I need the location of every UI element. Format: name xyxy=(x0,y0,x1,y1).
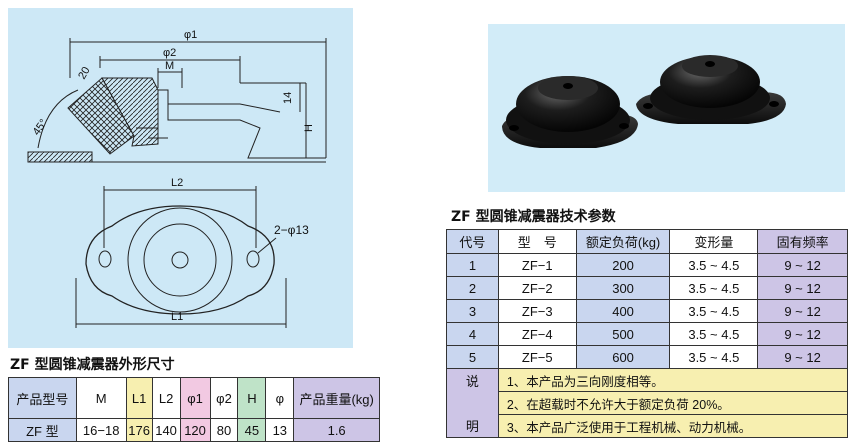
header-model: 产品型号 xyxy=(8,377,77,419)
cell-frequency: 9 ~ 12 xyxy=(757,253,848,277)
cell-code: 1 xyxy=(446,253,499,277)
tech-params-table: 代号 型 号 额定负荷(kg) 变形量 固有频率 1 ZF−1 200 3.5 … xyxy=(446,229,849,438)
header-phi: φ xyxy=(265,377,295,419)
d14-label: 14 xyxy=(282,92,294,104)
header-phi2: φ2 xyxy=(209,377,239,419)
table-row: 5 ZF−5 600 3.5 ~ 4.5 9 ~ 12 xyxy=(446,345,848,369)
cell-code: 4 xyxy=(446,322,499,346)
header-l1: L1 xyxy=(125,377,153,419)
cell-load: 400 xyxy=(575,299,671,323)
header-h: H xyxy=(237,377,267,419)
cell-deform: 3.5 ~ 4.5 xyxy=(669,276,759,300)
cell-phi: 13 xyxy=(265,418,295,442)
notes-label-bottom: 明 xyxy=(465,419,479,434)
cell-type: ZF−3 xyxy=(497,299,577,323)
cell-type: ZF−5 xyxy=(497,345,577,369)
header-deform: 变形量 xyxy=(669,229,759,254)
l2-label: L2 xyxy=(171,177,183,189)
cell-deform: 3.5 ~ 4.5 xyxy=(669,253,759,277)
cell-l2: 140 xyxy=(151,418,181,442)
cell-m: 16−18 xyxy=(75,418,127,442)
cell-deform: 3.5 ~ 4.5 xyxy=(669,345,759,369)
header-load: 额定负荷(kg) xyxy=(575,229,671,254)
cell-phi1: 120 xyxy=(179,418,211,442)
note-row: 说 明 1、本产品为三向刚度相等。 xyxy=(446,368,849,438)
note-row: 2、在超载时不允许大于额定负荷 20%。 xyxy=(447,391,849,415)
header-frequency: 固有频率 xyxy=(757,229,848,254)
header-phi1: φ1 xyxy=(179,377,211,419)
table-row: 3 ZF−3 400 3.5 ~ 4.5 9 ~ 12 xyxy=(446,299,848,323)
dimensions-title: ZF 型圆锥减震器外形尺寸 xyxy=(10,357,175,373)
cell-load: 300 xyxy=(575,276,671,300)
cell-type: ZF−1 xyxy=(497,253,577,277)
cell-code: 3 xyxy=(446,299,499,323)
cell-frequency: 9 ~ 12 xyxy=(757,276,848,300)
table-row: 2 ZF−2 300 3.5 ~ 4.5 9 ~ 12 xyxy=(446,276,848,300)
table-row: 4 ZF−4 500 3.5 ~ 4.5 9 ~ 12 xyxy=(446,322,848,346)
table-row: 1 ZF−1 200 3.5 ~ 4.5 9 ~ 12 xyxy=(446,253,848,277)
cell-l1: 176 xyxy=(125,418,153,442)
d20-label: 20 xyxy=(76,65,93,82)
product-photo xyxy=(488,24,845,192)
cell-code: 5 xyxy=(446,345,499,369)
product-photo-svg xyxy=(502,55,786,148)
header-code: 代号 xyxy=(446,229,499,254)
cell-frequency: 9 ~ 12 xyxy=(757,299,848,323)
header-type: 型 号 xyxy=(497,229,577,254)
tech-params-title: ZF 型圆锥减震器技术参数 xyxy=(451,209,616,225)
note-1: 1、本产品为三向刚度相等。 xyxy=(497,368,849,392)
notes-label-top: 说 xyxy=(465,374,479,389)
cell-h: 45 xyxy=(237,418,267,442)
mount-left-image xyxy=(502,76,638,148)
l1-label: L1 xyxy=(171,311,183,323)
cell-frequency: 9 ~ 12 xyxy=(757,322,848,346)
table-row: ZF 型 16−18 176 140 120 80 45 13 1.6 xyxy=(8,418,380,442)
header-l2: L2 xyxy=(151,377,181,419)
cell-deform: 3.5 ~ 4.5 xyxy=(669,322,759,346)
h-label: H xyxy=(303,124,315,132)
phi2-label: φ2 xyxy=(163,47,176,59)
cell-deform: 3.5 ~ 4.5 xyxy=(669,299,759,323)
drawing-svg: φ1 φ2 M 20 45° 14 H L2 L1 2−φ13 xyxy=(27,29,327,328)
holes-label: 2−φ13 xyxy=(274,223,309,237)
mount-right-image xyxy=(636,55,786,124)
m-label: M xyxy=(165,60,174,72)
cell-type: ZF−4 xyxy=(497,322,577,346)
cell-model: ZF 型 xyxy=(8,418,77,442)
notes-label: 说 明 xyxy=(446,368,499,438)
note-2: 2、在超载时不允许大于额定负荷 20%。 xyxy=(497,391,849,415)
cell-code: 2 xyxy=(446,276,499,300)
cell-phi2: 80 xyxy=(209,418,239,442)
technical-drawing: φ1 φ2 M 20 45° 14 H L2 L1 2−φ13 xyxy=(8,8,353,348)
cell-load: 500 xyxy=(575,322,671,346)
cell-type: ZF−2 xyxy=(497,276,577,300)
cell-frequency: 9 ~ 12 xyxy=(757,345,848,369)
note-row: 3、本产品广泛使用于工程机械、动力机械。 xyxy=(447,414,849,438)
cell-load: 200 xyxy=(575,253,671,277)
dimensions-table: 产品型号 M L1 L2 φ1 φ2 H φ 产品重量(kg) ZF 型 16−… xyxy=(8,377,380,442)
cell-weight: 1.6 xyxy=(293,418,380,442)
cell-load: 600 xyxy=(575,345,671,369)
phi1-label: φ1 xyxy=(184,29,197,41)
note-3: 3、本产品广泛使用于工程机械、动力机械。 xyxy=(497,414,849,438)
header-weight: 产品重量(kg) xyxy=(293,377,380,419)
header-m: M xyxy=(75,377,127,419)
